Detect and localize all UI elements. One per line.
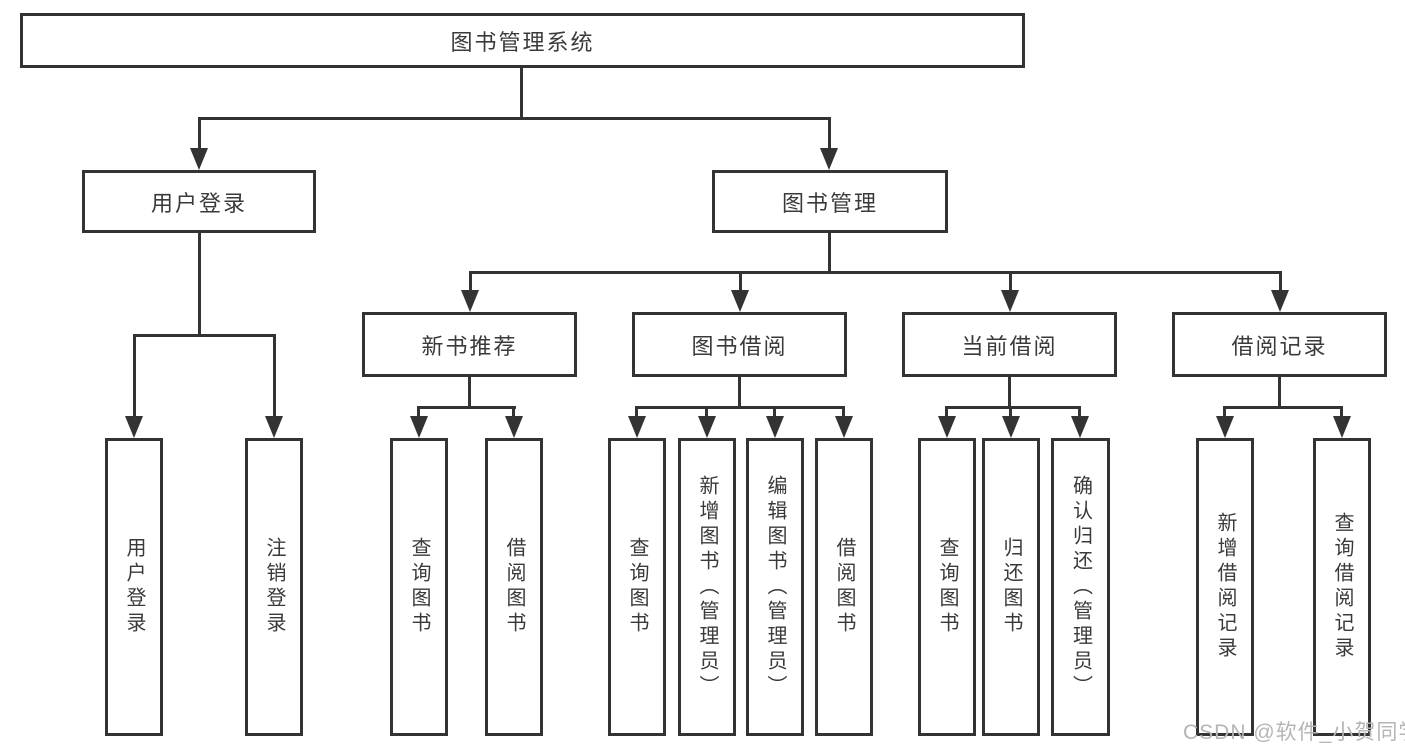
leaf-records-query-record-label: 查询借阅记录	[1331, 512, 1353, 662]
leaf-logout: 注销登录	[245, 438, 303, 736]
leaf-borrow-borrow-books: 借阅图书	[815, 438, 873, 736]
arrowhead-down	[628, 416, 646, 438]
arrowhead-down	[731, 290, 749, 312]
leaf-recommend-borrow-books: 借阅图书	[485, 438, 543, 736]
node-root-label: 图书管理系统	[450, 29, 595, 55]
arrowhead-down	[461, 290, 479, 312]
connector-line	[828, 231, 831, 273]
leaf-current-query-books: 查询图书	[918, 438, 976, 736]
connector-line	[738, 375, 741, 408]
arrowhead-down	[835, 416, 853, 438]
leaf-borrow-edit-books-label: 编辑图书（管理员）	[764, 474, 786, 700]
connector-line	[739, 271, 742, 292]
arrowhead-down	[1216, 416, 1234, 438]
leaf-current-confirm-return-label: 确认归还（管理员）	[1069, 474, 1092, 700]
connector-line	[198, 117, 201, 151]
connector-line	[635, 406, 638, 418]
arrowhead-down	[938, 416, 956, 438]
node-new-book-recommend-label: 新书推荐	[421, 333, 518, 359]
leaf-borrow-query-books: 查询图书	[608, 438, 666, 736]
node-borrow-records: 借阅记录	[1172, 312, 1387, 377]
connector-line	[1278, 375, 1281, 408]
leaf-borrow-edit-books: 编辑图书（管理员）	[746, 438, 804, 736]
connector-line	[1224, 406, 1343, 409]
node-new-book-recommend: 新书推荐	[362, 312, 577, 377]
leaf-logout-label: 注销登录	[263, 537, 285, 637]
watermark: CSDN @软件_小贺同学	[1183, 721, 1405, 744]
connector-line	[773, 406, 776, 418]
node-book-management-label: 图书管理	[781, 190, 878, 216]
node-user-login: 用户登录	[82, 170, 316, 233]
arrowhead-down	[125, 416, 143, 438]
node-root: 图书管理系统	[20, 13, 1025, 68]
connector-line	[828, 117, 831, 151]
node-borrow-records-label: 借阅记录	[1231, 333, 1328, 359]
node-current-borrow: 当前借阅	[902, 312, 1117, 377]
connector-line	[417, 406, 420, 418]
connector-line	[705, 406, 708, 418]
connector-line	[945, 406, 948, 418]
leaf-records-add-record: 新增借阅记录	[1196, 438, 1254, 736]
leaf-recommend-query-books: 查询图书	[390, 438, 448, 736]
node-book-borrow-label: 图书借阅	[691, 333, 788, 359]
leaf-current-return-books: 归还图书	[982, 438, 1040, 736]
connector-line	[946, 406, 1081, 409]
leaf-recommend-query-books-label: 查询图书	[408, 537, 430, 637]
leaf-current-confirm-return: 确认归还（管理员）	[1051, 438, 1110, 736]
connector-line	[636, 406, 845, 409]
node-book-borrow: 图书借阅	[632, 312, 847, 377]
leaf-borrow-add-books: 新增图书（管理员）	[678, 438, 736, 736]
arrowhead-down	[1002, 416, 1020, 438]
leaf-current-return-books-label: 归还图书	[1000, 537, 1022, 637]
connector-line	[1279, 271, 1282, 292]
connector-line	[133, 334, 136, 418]
leaf-records-query-record: 查询借阅记录	[1313, 438, 1371, 736]
connector-line	[1009, 406, 1012, 418]
connector-line	[1009, 271, 1012, 292]
arrowhead-down	[505, 416, 523, 438]
connector-line	[1008, 375, 1011, 408]
connector-line	[418, 406, 516, 409]
connector-line	[198, 117, 831, 120]
connector-line	[469, 271, 1282, 274]
connector-line	[1078, 406, 1081, 418]
arrowhead-down	[1271, 290, 1289, 312]
connector-line	[468, 375, 471, 408]
arrowhead-down	[1071, 416, 1089, 438]
node-current-borrow-label: 当前借阅	[961, 333, 1058, 359]
leaf-recommend-borrow-books-label: 借阅图书	[503, 537, 525, 637]
connector-line	[133, 334, 276, 337]
arrowhead-down	[766, 416, 784, 438]
leaf-user-login: 用户登录	[105, 438, 163, 736]
leaf-user-login-label: 用户登录	[123, 537, 145, 637]
leaf-current-query-books-label: 查询图书	[936, 537, 958, 637]
node-user-login-label: 用户登录	[150, 190, 247, 216]
connector-line	[1223, 406, 1226, 418]
connector-line	[512, 406, 515, 418]
arrowhead-down	[1001, 290, 1019, 312]
leaf-borrow-borrow-books-label: 借阅图书	[833, 537, 855, 637]
leaf-records-add-record-label: 新增借阅记录	[1214, 512, 1236, 662]
connector-line	[469, 271, 472, 292]
arrowhead-down	[698, 416, 716, 438]
arrowhead-down	[410, 416, 428, 438]
arrowhead-down	[1333, 416, 1351, 438]
node-book-management: 图书管理	[712, 170, 948, 233]
connector-line	[273, 334, 276, 418]
connector-line	[1340, 406, 1343, 418]
arrowhead-down	[190, 148, 208, 170]
connector-line	[198, 231, 201, 337]
arrowhead-down	[265, 416, 283, 438]
leaf-borrow-add-books-label: 新增图书（管理员）	[696, 474, 718, 700]
arrowhead-down	[820, 148, 838, 170]
connector-line	[520, 66, 523, 119]
connector-line	[842, 406, 845, 418]
leaf-borrow-query-books-label: 查询图书	[626, 537, 648, 637]
